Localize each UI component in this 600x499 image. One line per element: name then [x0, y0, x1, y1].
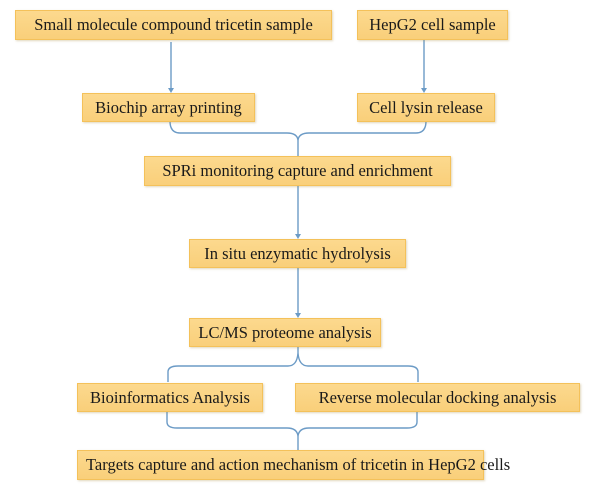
brace-merge-top [169, 120, 427, 141]
node-bioinformatics: Bioinformatics Analysis [77, 383, 263, 412]
node-compound-sample: Small molecule compound tricetin sample [15, 10, 332, 40]
node-spri: SPRi monitoring capture and enrichment [144, 156, 451, 186]
arrowhead [295, 234, 301, 239]
brace-merge-bottom [166, 412, 418, 437]
arrowhead [421, 88, 427, 93]
node-biochip-printing: Biochip array printing [82, 93, 255, 122]
brace-split [167, 352, 419, 382]
node-lcms: LC/MS proteome analysis [189, 318, 381, 347]
node-docking: Reverse molecular docking analysis [295, 383, 580, 412]
arrowhead [168, 88, 174, 93]
node-cell-lysin: Cell lysin release [357, 93, 495, 122]
node-hydrolysis: In situ enzymatic hydrolysis [189, 239, 406, 268]
arrowhead [295, 313, 301, 318]
node-cell-sample: HepG2 cell sample [357, 10, 508, 40]
node-targets: Targets capture and action mechanism of … [77, 450, 510, 480]
